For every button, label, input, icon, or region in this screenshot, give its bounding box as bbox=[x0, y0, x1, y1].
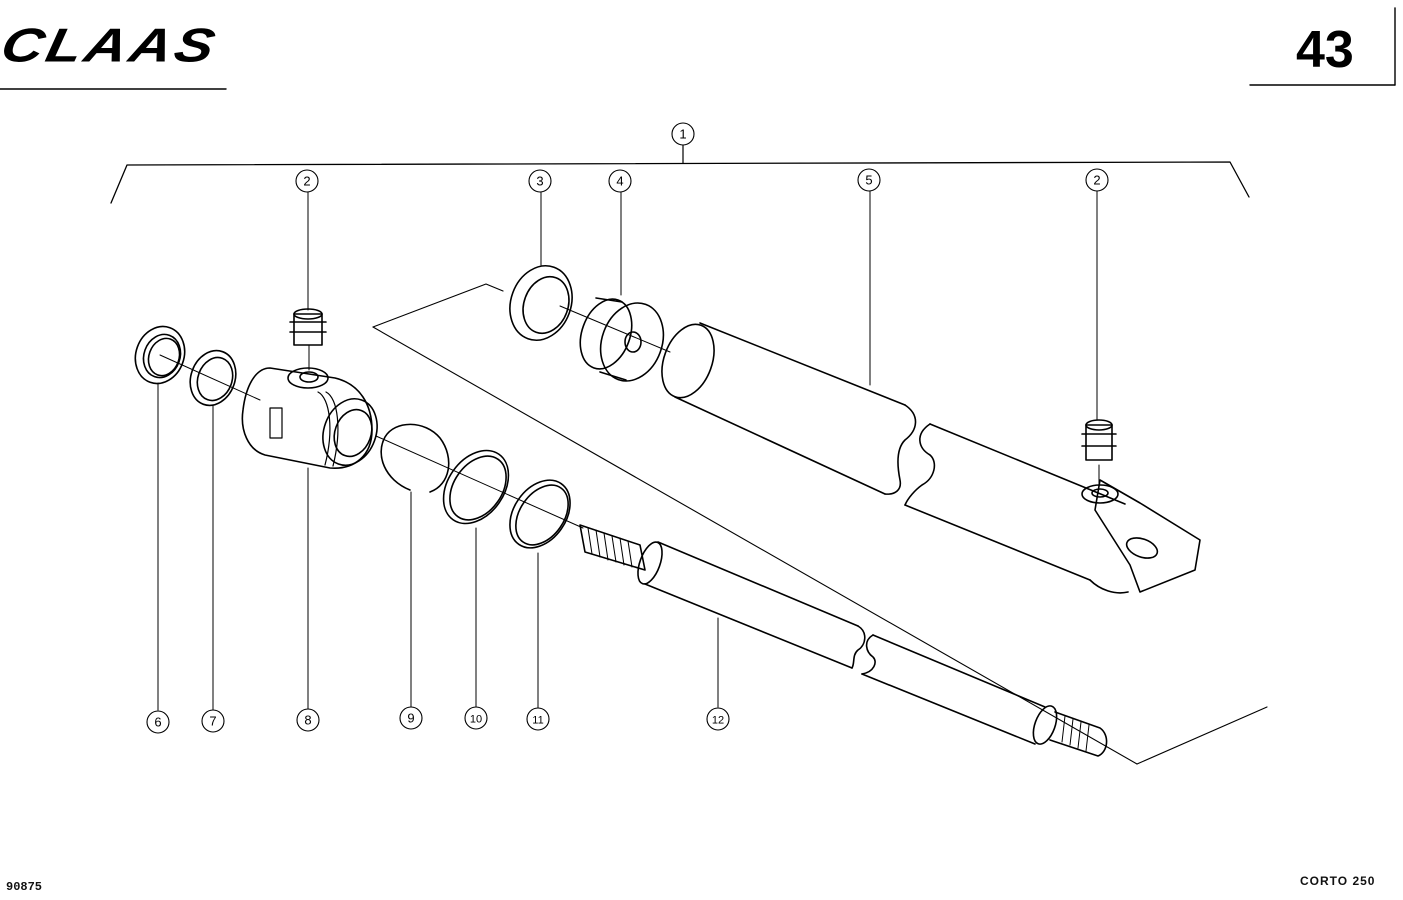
callout-label-4: 4 bbox=[616, 174, 623, 189]
callout-circle-2 bbox=[1085, 168, 1109, 192]
assembly-bracket bbox=[110, 144, 1250, 204]
leader-lines bbox=[157, 188, 1098, 711]
callout-circle-10 bbox=[464, 706, 488, 730]
page-number: 43 bbox=[1296, 21, 1354, 79]
axis-lines bbox=[159, 305, 1100, 529]
callout-circle-4 bbox=[608, 169, 632, 193]
callout-circle-12 bbox=[706, 707, 730, 731]
part-11-o-ring bbox=[509, 479, 571, 549]
callout-label-10: 10 bbox=[470, 714, 482, 726]
callout-label-9: 9 bbox=[407, 711, 414, 726]
callout-circle-8 bbox=[296, 708, 320, 732]
part-4-piston bbox=[579, 297, 665, 382]
callout-label-7: 7 bbox=[209, 714, 216, 729]
group-outline bbox=[372, 283, 1268, 765]
callout-circle-2 bbox=[295, 169, 319, 193]
callout-label-2: 2 bbox=[303, 174, 310, 189]
drawing-code: 90875 bbox=[6, 880, 43, 894]
callout-circle-9 bbox=[399, 706, 423, 730]
part-9-retaining-ring bbox=[380, 423, 450, 493]
callout-label-3: 3 bbox=[536, 174, 543, 189]
callout-circle-6 bbox=[146, 710, 170, 734]
part-8-cylinder-head bbox=[241, 367, 378, 469]
callout-label-12: 12 bbox=[712, 715, 724, 727]
part-5-cylinder-tube bbox=[661, 322, 1201, 594]
callout-circle-11 bbox=[526, 707, 550, 731]
callout-label-1: 1 bbox=[679, 127, 686, 142]
callout-label-8: 8 bbox=[304, 713, 311, 728]
callout-circle-5 bbox=[857, 168, 881, 192]
callout-label-11: 11 bbox=[532, 715, 543, 727]
frame-lines bbox=[0, 7, 1396, 90]
part-3-guide-ring bbox=[509, 265, 573, 341]
callout-label-6: 6 bbox=[154, 715, 161, 730]
callout-circle-1 bbox=[671, 122, 695, 146]
part-10-backup-ring bbox=[442, 449, 510, 525]
callout-circle-7 bbox=[201, 709, 225, 733]
callout-label-2: 2 bbox=[1093, 173, 1100, 188]
part-2-fitting-right bbox=[1081, 419, 1117, 461]
part-12-piston-rod bbox=[579, 524, 1108, 757]
part-2-fitting-left bbox=[289, 308, 327, 346]
callout-label-5: 5 bbox=[865, 173, 872, 188]
part-7-seal-ring bbox=[189, 349, 237, 407]
part-6-wiper-ring bbox=[134, 325, 186, 385]
model-name: CORTO 250 bbox=[1300, 874, 1376, 888]
callout-circle-3 bbox=[528, 169, 552, 193]
